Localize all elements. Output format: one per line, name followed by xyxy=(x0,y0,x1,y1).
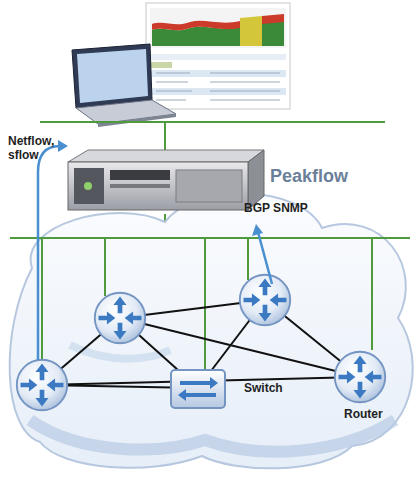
router-icon xyxy=(95,293,145,343)
dashboard-screenshot xyxy=(146,3,290,109)
peakflow-appliance-shape xyxy=(64,148,266,216)
peakflow-appliance: Peakflow xyxy=(64,148,266,216)
router-icon xyxy=(17,360,67,410)
cloud-shading xyxy=(30,420,395,452)
arrow-head xyxy=(58,140,263,236)
protocol-label: Netflow, sflow xyxy=(8,134,66,162)
node-label: Peakflow xyxy=(270,166,348,187)
network-cloud xyxy=(10,193,413,468)
protocol-label: BGP SNMP xyxy=(244,201,324,215)
node-label: Switch xyxy=(244,381,283,395)
laptop xyxy=(72,44,176,127)
management-network xyxy=(10,238,410,370)
router-shape xyxy=(332,349,388,405)
switch: Switch xyxy=(170,369,226,409)
flow-arrow xyxy=(38,146,272,360)
node-label: Router xyxy=(344,407,383,421)
switch-shape xyxy=(170,369,226,409)
router-icon xyxy=(240,275,290,325)
router: Router xyxy=(332,349,388,405)
